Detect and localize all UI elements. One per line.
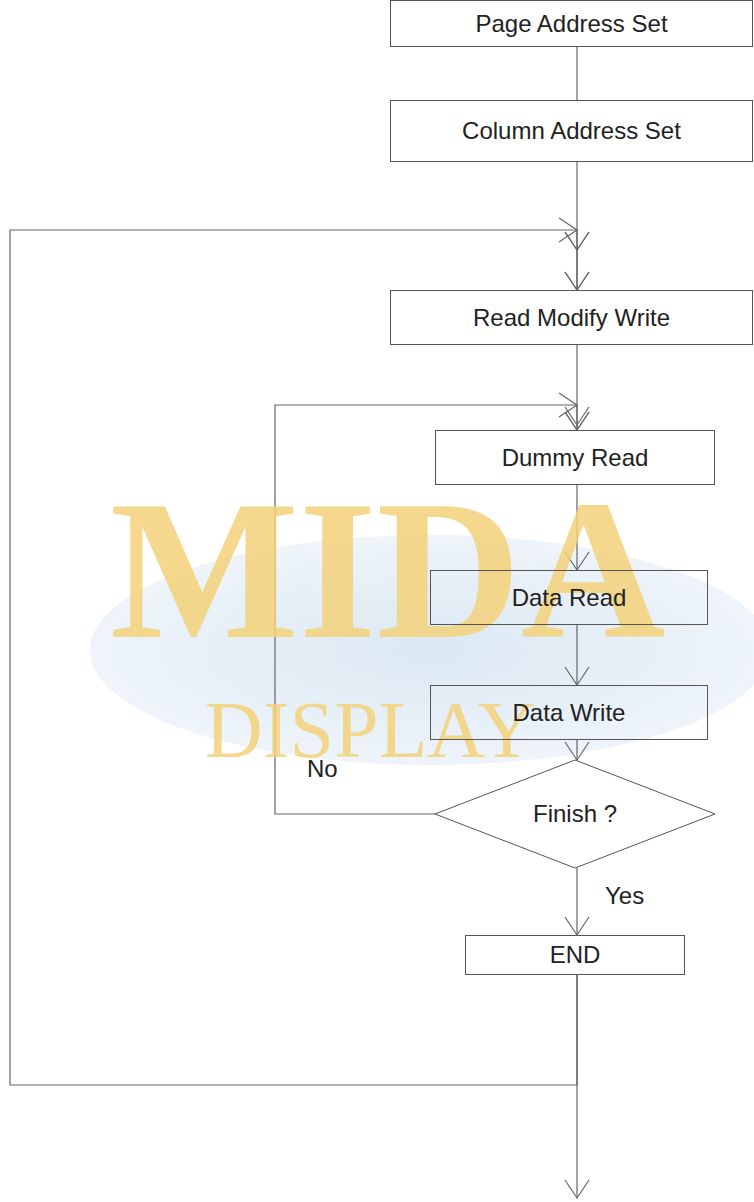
node-text: END <box>550 941 601 969</box>
flow-connector <box>565 868 589 935</box>
process-box: Column Address Set <box>390 100 753 162</box>
node-text: Dummy Read <box>502 444 649 472</box>
exit-arrowhead <box>565 1180 589 1198</box>
process-box: Dummy Read <box>435 430 715 485</box>
branch-label: No <box>305 755 340 783</box>
node-text: Page Address Set <box>475 10 667 38</box>
watermark-text: DISPLAY <box>205 690 535 770</box>
decision-diamond: Finish ? <box>435 760 715 868</box>
process-box: Data Write <box>430 685 708 740</box>
node-text: Finish ? <box>533 800 617 828</box>
process-box: Data Read <box>430 570 708 625</box>
node-text: Column Address Set <box>462 117 681 145</box>
branch-label: Yes <box>603 882 646 910</box>
node-text: Read Modify Write <box>473 304 670 332</box>
process-box: Page Address Set <box>390 0 753 47</box>
flow-connector <box>565 740 589 760</box>
process-box: Read Modify Write <box>390 290 753 345</box>
flow-connector <box>577 47 578 100</box>
node-text: Data Write <box>513 699 626 727</box>
node-text: Data Read <box>512 584 627 612</box>
terminal-box: END <box>465 935 685 975</box>
